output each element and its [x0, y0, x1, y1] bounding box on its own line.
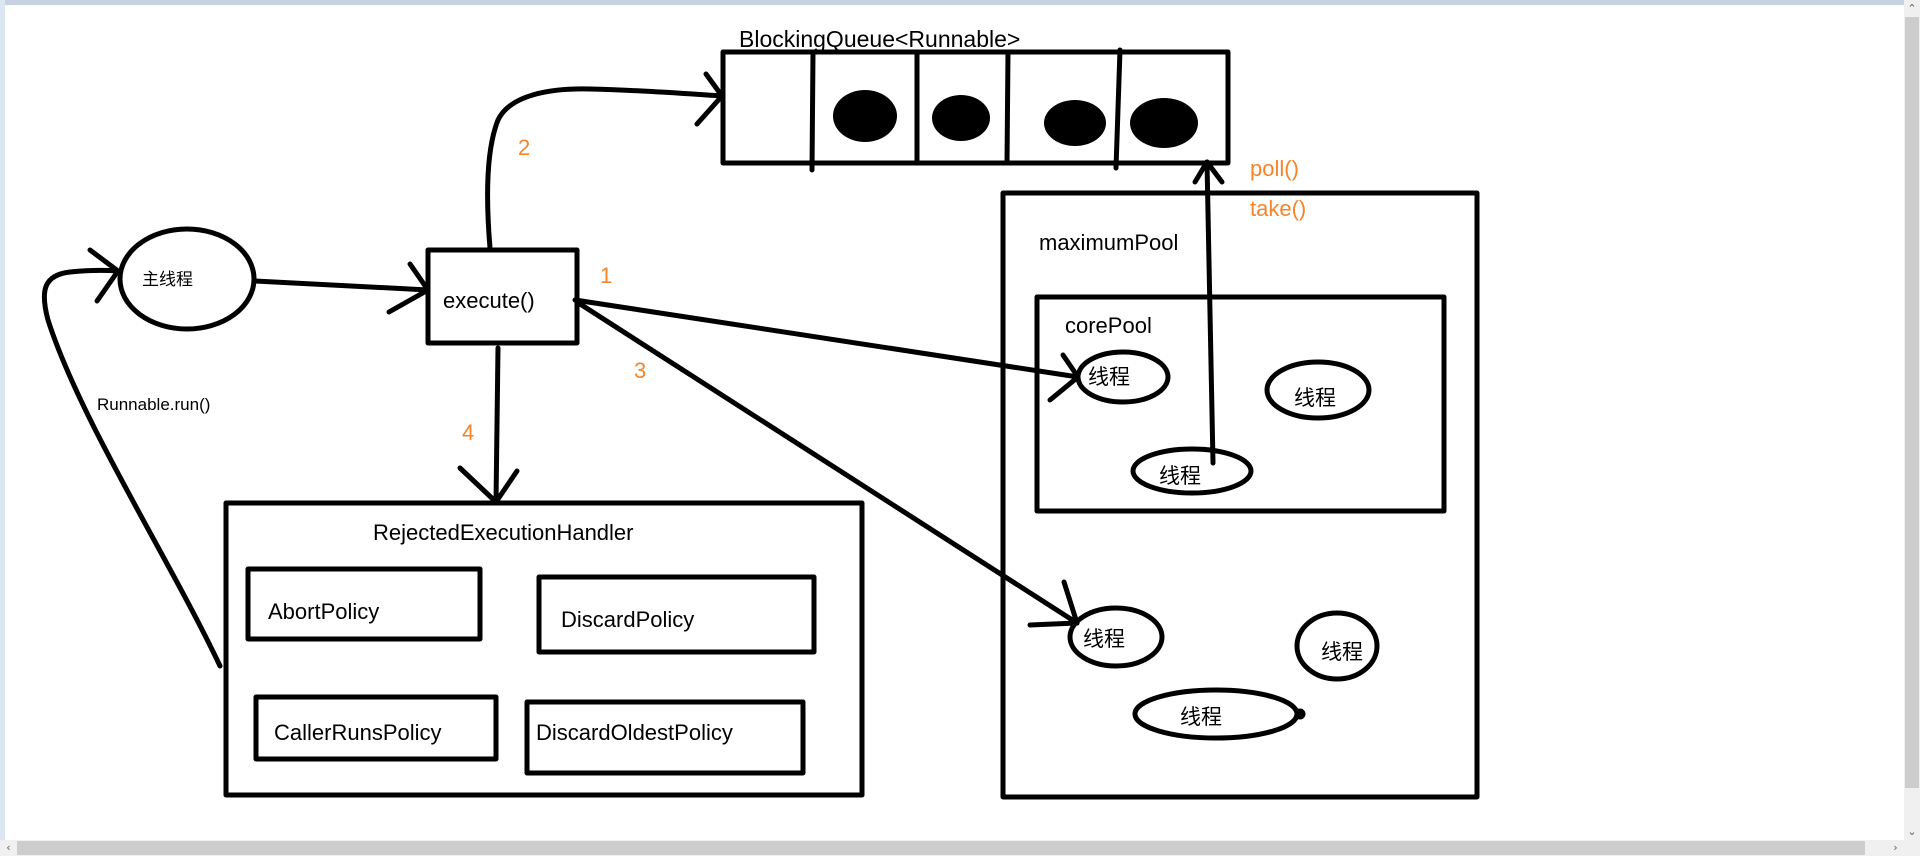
queued-task-icon [1130, 98, 1198, 148]
runnable-run-label: Runnable.run() [97, 395, 210, 414]
arrow-runnable-run-loop [41, 247, 223, 669]
rejected-handler-box [223, 500, 865, 798]
scroll-down-icon[interactable]: ⌄ [1907, 825, 1917, 838]
max-thread-label: 线程 [1321, 641, 1363, 664]
arrow-poll-take [1192, 159, 1225, 466]
horizontal-scrollbar[interactable]: ‹ › [0, 840, 1904, 856]
vertical-scroll-thumb[interactable] [1905, 17, 1919, 788]
execute-label: execute() [443, 288, 535, 313]
caller-runs-policy-label: CallerRunsPolicy [274, 720, 442, 745]
arrow-step3-to-max-thread [574, 299, 1080, 628]
step-2-label: 2 [518, 135, 530, 160]
scroll-left-icon[interactable]: ‹ [6, 841, 11, 854]
discard-oldest-policy-label: DiscardOldestPolicy [536, 720, 733, 745]
max-thread-label: 线程 [1083, 628, 1125, 651]
step-1-label: 1 [600, 263, 612, 288]
poll-label: poll() [1250, 156, 1299, 181]
step-3-label: 3 [634, 358, 646, 383]
arrow-step1-to-core-thread [572, 297, 1081, 403]
core-thread-node [1075, 349, 1171, 405]
maximum-pool-label: maximumPool [1039, 230, 1178, 255]
discard-policy-box [536, 574, 817, 655]
queue-divider [809, 49, 816, 173]
maximum-pool-box [1000, 190, 1480, 800]
arrow-main-to-execute [252, 261, 431, 315]
step-4-label: 4 [462, 420, 474, 445]
queue-divider [1004, 49, 1011, 166]
core-pool-label: corePool [1065, 313, 1152, 338]
diagram-canvas: BlockingQueue<Runnable> 主线程 execute() Ru… [41, 26, 1480, 800]
horizontal-scroll-thumb[interactable] [17, 841, 1865, 855]
discard-oldest-policy-box [524, 699, 806, 776]
core-thread-label: 线程 [1159, 465, 1201, 488]
arrow-step4-to-handler [457, 345, 520, 505]
arrow-step2-to-queue [485, 71, 725, 251]
vertical-scrollbar[interactable]: ⌃ ⌄ [1904, 0, 1920, 840]
scrollbar-corner [1904, 840, 1920, 856]
queued-task-icon [833, 90, 897, 142]
queued-task-icon [932, 95, 990, 141]
max-thread-dot [1294, 708, 1306, 720]
blocking-queue [720, 47, 1231, 173]
take-label: take() [1250, 196, 1306, 221]
window-left-border [0, 0, 5, 840]
rejected-handler-label: RejectedExecutionHandler [373, 520, 634, 545]
queued-task-icon [1044, 100, 1106, 146]
discard-policy-label: DiscardPolicy [561, 607, 694, 632]
caller-runs-policy-box [253, 694, 499, 762]
core-thread-node [1264, 359, 1372, 421]
core-thread-node [1130, 446, 1254, 496]
queue-divider [1113, 47, 1123, 171]
execute-box [425, 247, 580, 346]
scroll-right-icon[interactable]: › [1893, 841, 1898, 854]
max-thread-node [1067, 605, 1165, 669]
abort-policy-box [245, 566, 483, 642]
core-thread-label: 线程 [1294, 387, 1336, 410]
scroll-up-icon[interactable]: ⌃ [1907, 2, 1917, 15]
abort-policy-label: AbortPolicy [268, 599, 379, 624]
core-thread-label: 线程 [1088, 366, 1130, 389]
max-thread-label: 线程 [1180, 706, 1222, 729]
queue-box [720, 49, 1231, 166]
max-thread-node [1294, 610, 1380, 682]
window-top-border [0, 0, 1920, 5]
queue-label: BlockingQueue<Runnable> [739, 26, 1020, 52]
core-pool-box [1034, 294, 1447, 514]
main-thread-label: 主线程 [142, 270, 193, 289]
